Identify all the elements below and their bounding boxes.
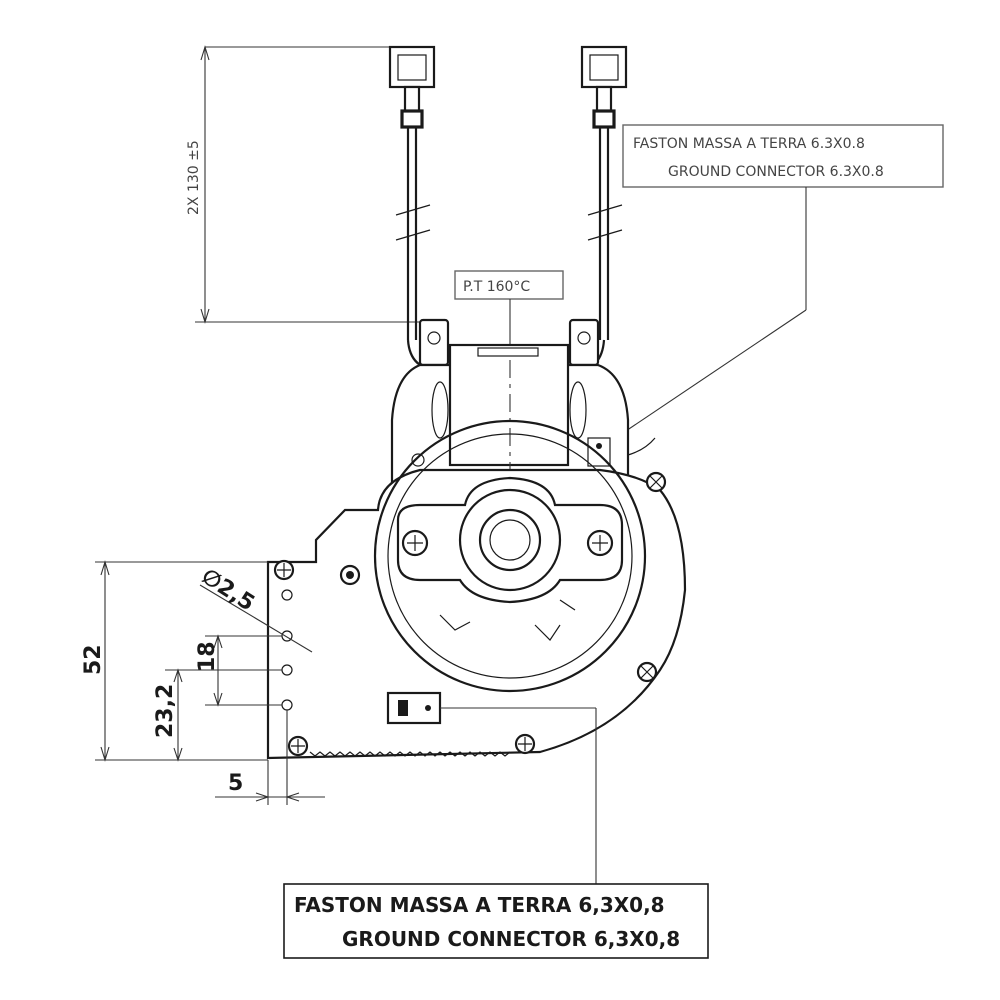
dimension-5: 5	[215, 710, 325, 805]
dim-5-label: 5	[228, 771, 243, 796]
thermal-protector-callout: P.T 160°C	[454, 270, 564, 351]
top-ground-connector-callout: FASTON MASSA A TERRA 6.3X0.8 GROUND CONN…	[604, 124, 944, 446]
dimension-52: 52	[81, 560, 268, 762]
left-wire	[388, 45, 441, 372]
dimension-18: 18	[195, 634, 282, 707]
dim-23-2-label: 23,2	[153, 684, 178, 738]
housing-screw	[636, 661, 658, 683]
housing-screw	[273, 559, 295, 581]
top-box-line1: FASTON MASSA A TERRA 6.3X0.8	[633, 136, 865, 152]
dim-52-label: 52	[81, 644, 106, 675]
housing-screw	[514, 733, 536, 755]
hole-diameter-label: ∅2,5	[197, 564, 259, 616]
bottom-ground-connector-callout: FASTON MASSA A TERRA 6,3X0,8 GROUND CONN…	[283, 707, 709, 959]
thermal-protector-label: P.T 160°C	[463, 279, 530, 295]
housing-screw	[645, 471, 667, 493]
top-box-line2: GROUND CONNECTOR 6.3X0.8	[668, 164, 884, 180]
bottom-box-line2: GROUND CONNECTOR 6,3X0,8	[342, 927, 680, 951]
bottom-box-line1: FASTON MASSA A TERRA 6,3X0,8	[294, 893, 665, 917]
dim-18-label: 18	[195, 641, 220, 672]
dimension-23-2: 23,2	[153, 668, 282, 762]
housing-screw	[287, 735, 309, 757]
right-wire	[574, 45, 628, 372]
cable-length-label: 2X 130 ±5	[186, 140, 202, 215]
housing-screw	[339, 564, 361, 586]
cable-length-dimension: 2X 130 ±5	[186, 45, 420, 324]
